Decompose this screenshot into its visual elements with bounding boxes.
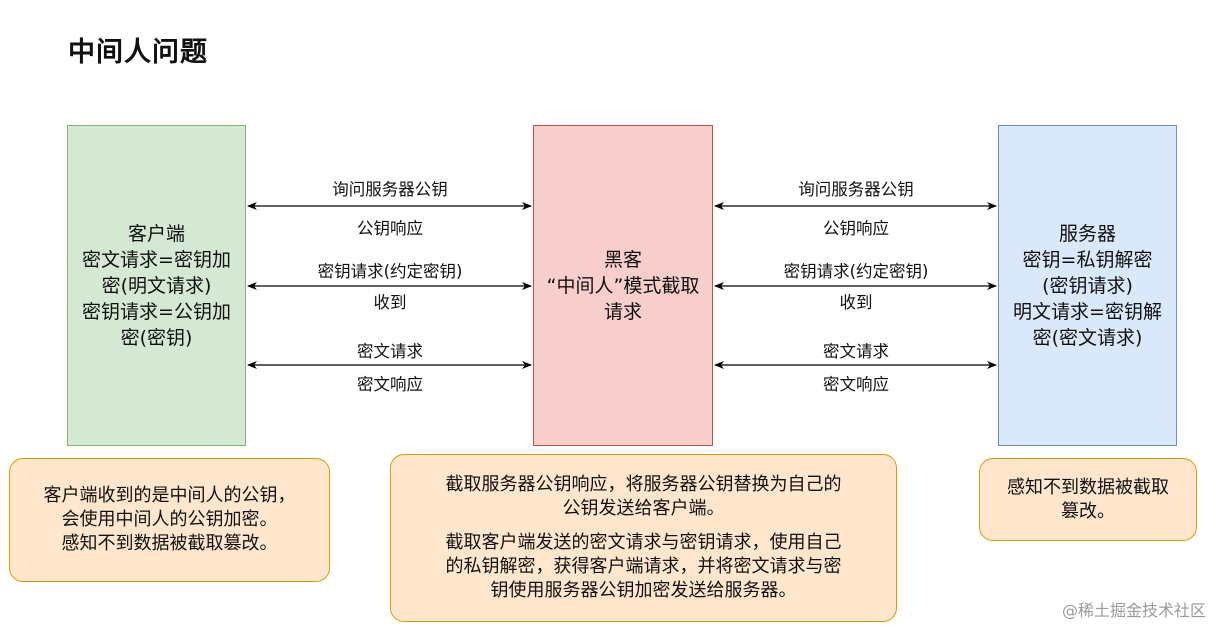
right-arrow-1-bottom-label: 公钥响应 <box>823 219 889 238</box>
watermark: @稀土掘金技术社区 <box>1061 601 1206 620</box>
server-text-line: (密钥请求) <box>1042 274 1133 297</box>
client-text-line: 密钥请求=公钥加 <box>82 300 231 323</box>
hacker-text-line: 请求 <box>603 300 642 323</box>
server-text-line: 密(密文请求) <box>1032 326 1143 349</box>
server-note: 感知不到数据被截取 篡改。 <box>979 458 1197 541</box>
left-arrow-3-top-label: 密文请求 <box>357 342 423 361</box>
hacker-note-line: 钥使用服务器公钥加密发送给服务器。 <box>490 580 797 601</box>
server-box: 服务器 密钥=私钥解密 (密钥请求) 明文请求=密钥解 密(密文请求) <box>998 125 1177 446</box>
hacker-note-paragraph-2: 截取客户端发送的密文请求与密钥请求，使用自己 的私钥解密，获得客户端请求，并将密… <box>446 531 842 603</box>
client-text-line: 密(密钥) <box>120 326 193 349</box>
hacker-box: 黑客 “中间人”模式截取 请求 <box>533 125 713 446</box>
client-box: 客户端 密文请求=密钥加 密(明文请求) 密钥请求=公钥加 密(密钥) <box>67 125 246 446</box>
server-text-line: 密钥=私钥解密 <box>1022 248 1153 271</box>
right-arrow-2-top-label: 密钥请求(约定密钥) <box>783 262 929 281</box>
left-arrow-1-bottom-label: 公钥响应 <box>357 219 423 238</box>
page-title: 中间人问题 <box>68 37 208 68</box>
left-arrow-2-bottom-label: 收到 <box>373 293 407 312</box>
left-arrow-1-top-label: 询问服务器公钥 <box>332 180 448 199</box>
hacker-note-line: 公钥发送给客户端。 <box>562 498 725 519</box>
hacker-label: 黑客 <box>603 248 642 271</box>
client-text-line: 密文请求=密钥加 <box>82 248 231 271</box>
right-arrow-1-top-label: 询问服务器公钥 <box>798 180 914 199</box>
hacker-note-line: 截取服务器公钥响应，将服务器公钥替换为自己的 <box>445 474 842 495</box>
hacker-note-line: 截取客户端发送的密文请求与密钥请求，使用自己 <box>445 532 842 553</box>
left-arrow-2-top-label: 密钥请求(约定密钥) <box>317 262 463 281</box>
server-text-line: 明文请求=密钥解 <box>1013 300 1162 323</box>
hacker-note-paragraph-1: 截取服务器公钥响应，将服务器公钥替换为自己的 公钥发送给客户端。 <box>446 473 842 521</box>
client-note-line: 会使用中间人的公钥加密。 <box>61 509 278 530</box>
right-arrow-3-top-label: 密文请求 <box>823 342 889 361</box>
server-note-line: 感知不到数据被截取 <box>1007 476 1169 498</box>
left-arrow-3-bottom-label: 密文响应 <box>357 375 423 394</box>
client-note: 客户端收到的是中间人的公钥， 会使用中间人的公钥加密。 感知不到数据被截取篡改。 <box>9 458 330 582</box>
right-arrow-2-bottom-label: 收到 <box>839 293 873 312</box>
server-label: 服务器 <box>1058 222 1116 245</box>
hacker-note-line: 的私钥解密，获得客户端请求，并将密文请求与密 <box>445 556 842 577</box>
right-arrow-3-bottom-label: 密文响应 <box>823 375 889 394</box>
client-note-line: 感知不到数据被截取篡改。 <box>61 533 278 554</box>
client-note-line: 客户端收到的是中间人的公钥， <box>43 485 296 506</box>
client-text-line: 密(明文请求) <box>101 274 212 297</box>
hacker-text-line: “中间人”模式截取 <box>546 274 700 297</box>
client-label: 客户端 <box>127 222 185 245</box>
server-note-line: 篡改。 <box>1061 500 1115 522</box>
hacker-note: 截取服务器公钥响应，将服务器公钥替换为自己的 公钥发送给客户端。 截取客户端发送… <box>390 454 897 622</box>
